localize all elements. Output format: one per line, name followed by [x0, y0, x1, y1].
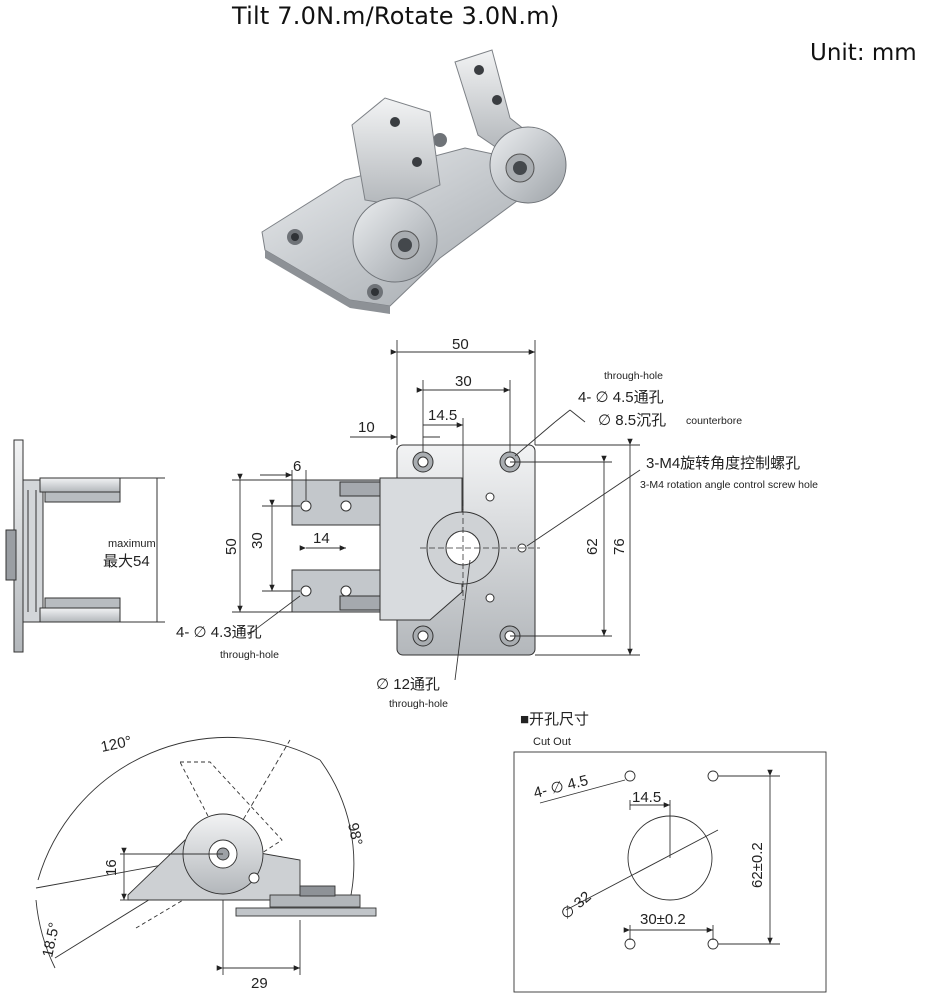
dim-16: 16: [103, 859, 120, 876]
through-hole-left-label: through-hole: [220, 649, 279, 661]
counterbore-label: ∅ 8.5沉孔: [598, 412, 666, 429]
side-view: [5, 439, 165, 653]
dim-14-5: 14.5: [428, 407, 457, 424]
maximum-cn-label: 最大54: [103, 553, 150, 570]
cutout-dim-32: ∅ 32: [558, 888, 595, 923]
maximum-en-label: maximum: [108, 538, 156, 550]
holes-4-3-label: 4- ∅ 4.3通孔: [176, 624, 262, 641]
dim-62: 62: [584, 538, 601, 555]
top-view-dimensions: [232, 340, 641, 681]
unit-label: Unit: mm: [810, 40, 917, 66]
counterbore-en-label: counterbore: [686, 415, 742, 427]
dim-30-vertical: 30: [249, 532, 266, 549]
holes-4-5-label: 4- ∅ 4.5通孔: [578, 389, 664, 406]
dim-50-vertical: 50: [223, 538, 240, 555]
dim-50: 50: [452, 336, 469, 353]
cutout-heading-en: Cut Out: [533, 736, 571, 748]
cutout-dim-14-5: 14.5: [632, 789, 661, 806]
angle-120: 120°: [99, 733, 133, 756]
hinge-photo: [261, 49, 567, 314]
m4-screw-en-label: 3-M4 rotation angle control screw hole: [640, 479, 818, 491]
angle-98: 98°: [344, 821, 365, 847]
top-view: [291, 444, 540, 656]
dim-76: 76: [611, 538, 628, 555]
hole-12-label: ∅ 12通孔: [376, 676, 440, 693]
cutout-dim-62: 62±0.2: [749, 842, 766, 888]
dim-30: 30: [455, 373, 472, 390]
through-hole-top-label: through-hole: [604, 370, 663, 382]
cutout-drawing: [513, 751, 827, 993]
rotation-view: [35, 736, 377, 975]
dim-14: 14: [313, 530, 330, 547]
cutout-dim-30: 30±0.2: [640, 911, 686, 928]
through-hole-bottom-label: through-hole: [389, 698, 448, 710]
dim-10: 10: [358, 419, 375, 436]
dim-6: 6: [293, 458, 301, 475]
cutout-heading: ■开孔尺寸: [520, 711, 589, 728]
m4-screw-label: 3-M4旋转角度控制螺孔: [646, 455, 800, 472]
dim-29: 29: [251, 975, 268, 992]
page-title: Tilt 7.0N.m/Rotate 3.0N.m): [232, 2, 560, 30]
angle-18-5: 18.5°: [39, 921, 63, 959]
